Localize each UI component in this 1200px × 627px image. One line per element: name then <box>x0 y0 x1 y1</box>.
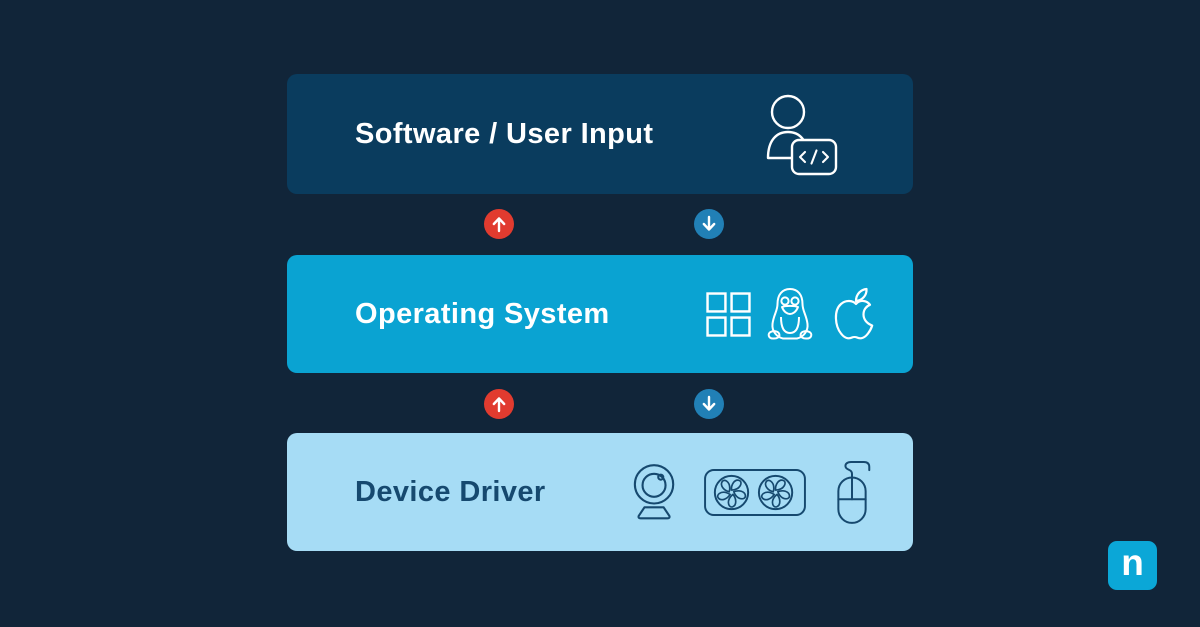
up-arrow-icon <box>484 389 514 419</box>
down-arrow-icon <box>694 389 724 419</box>
software-icon-group <box>765 92 841 176</box>
apple-icon <box>834 287 874 340</box>
up-arrow-icon <box>484 209 514 239</box>
layer-label-driver: Device Driver <box>355 475 546 508</box>
layer-label-software: Software / User Input <box>355 117 654 150</box>
layer-label-os: Operating System <box>355 297 610 330</box>
layer-operating-system: Operating System <box>287 255 913 373</box>
mouse-icon <box>837 461 871 524</box>
windows-icon <box>706 291 751 337</box>
gpu-icon <box>704 468 806 516</box>
os-icon-group <box>706 287 875 341</box>
user-with-code-icon <box>766 94 838 176</box>
webcam-icon <box>633 464 675 520</box>
down-arrow-icon <box>694 209 724 239</box>
layer-device-driver: Device Driver <box>287 433 913 551</box>
logo-letter: n <box>1121 542 1144 583</box>
linux-tux-icon <box>767 288 813 340</box>
ninjaone-logo: n <box>1108 541 1157 590</box>
layer-software-user-input: Software / User Input <box>287 74 913 194</box>
driver-icon-group <box>632 459 872 525</box>
